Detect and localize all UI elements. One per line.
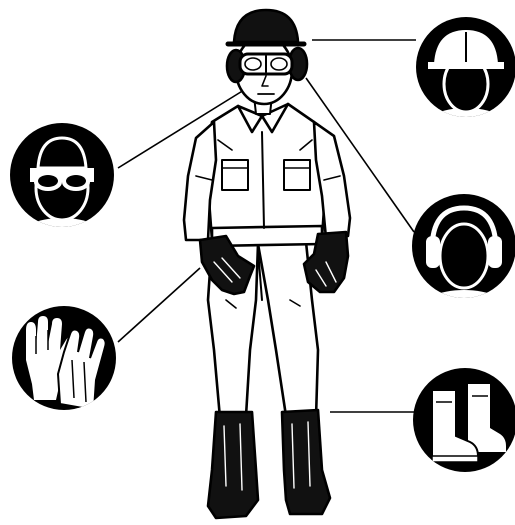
ear-protection-icon [412, 194, 515, 334]
gloves-icon [12, 306, 116, 410]
leader-line-gloves [118, 268, 200, 342]
worker-figure [184, 10, 350, 518]
worker-right-boot [282, 410, 330, 514]
boots-icon [413, 368, 515, 472]
safety-glasses-icon [10, 123, 114, 262]
worker-left-boot [208, 412, 258, 518]
worker-hard-hat [234, 10, 298, 42]
left-chest-pocket [222, 160, 248, 190]
hard-hat-icon [416, 17, 515, 148]
right-chest-pocket [284, 160, 310, 190]
